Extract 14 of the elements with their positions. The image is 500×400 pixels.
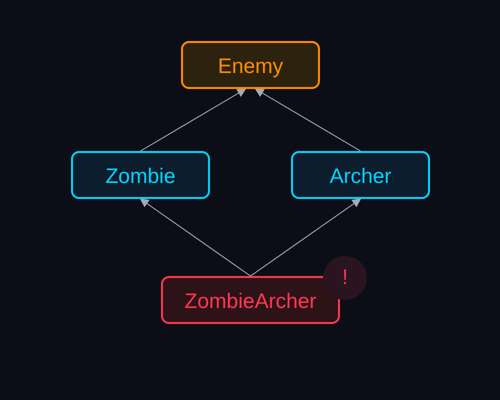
class-box — [161, 276, 340, 324]
class-box — [181, 41, 320, 89]
class-name: Enemy — [218, 54, 284, 80]
inheritance-arrow — [140, 198, 251, 276]
class-name: Archer — [330, 164, 392, 190]
class-box — [291, 151, 430, 199]
class-name: Zombie — [105, 164, 176, 190]
inheritance-arrow — [254, 88, 361, 152]
warning-badge — [323, 256, 367, 300]
exclamation-mark: ! — [342, 265, 348, 292]
inheritance-arrow — [250, 198, 362, 276]
class-box — [71, 151, 210, 199]
class-name: ZombieArcher — [184, 289, 316, 316]
inheritance-arrow — [140, 88, 246, 152]
